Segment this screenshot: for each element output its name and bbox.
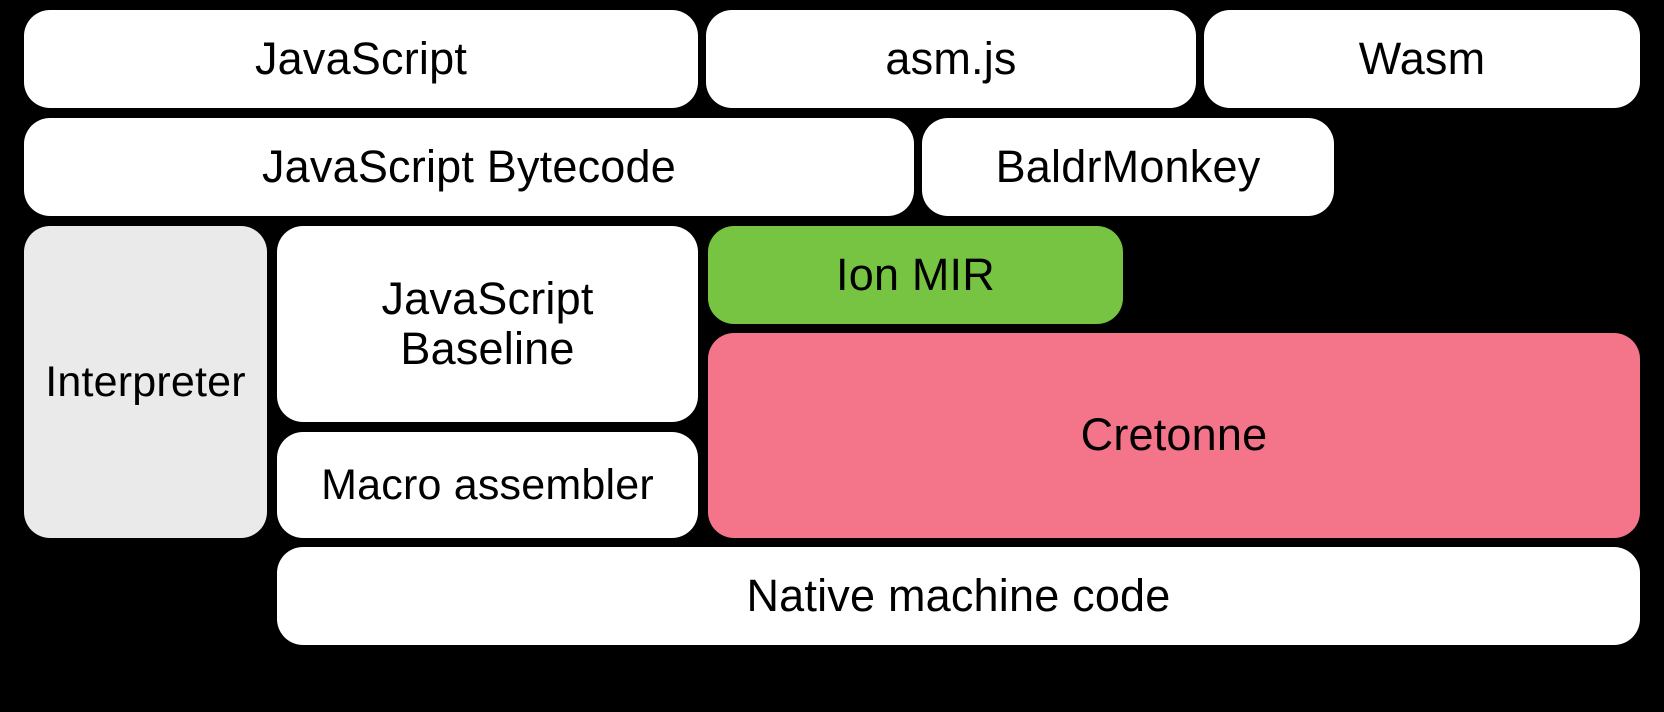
node-macro-assembler: Macro assembler xyxy=(277,432,698,538)
node-ion-mir: Ion MIR xyxy=(708,226,1123,324)
node-interpreter: Interpreter xyxy=(24,226,267,538)
node-cretonne: Cretonne xyxy=(708,333,1640,538)
node-javascript-bytecode: JavaScript Bytecode xyxy=(24,118,914,216)
node-javascript-baseline: JavaScript Baseline xyxy=(277,226,698,422)
node-javascript: JavaScript xyxy=(24,10,698,108)
node-asm-js: asm.js xyxy=(706,10,1196,108)
node-wasm: Wasm xyxy=(1204,10,1640,108)
node-native-machine-code: Native machine code xyxy=(277,547,1640,645)
node-baldrmonkey: BaldrMonkey xyxy=(922,118,1334,216)
